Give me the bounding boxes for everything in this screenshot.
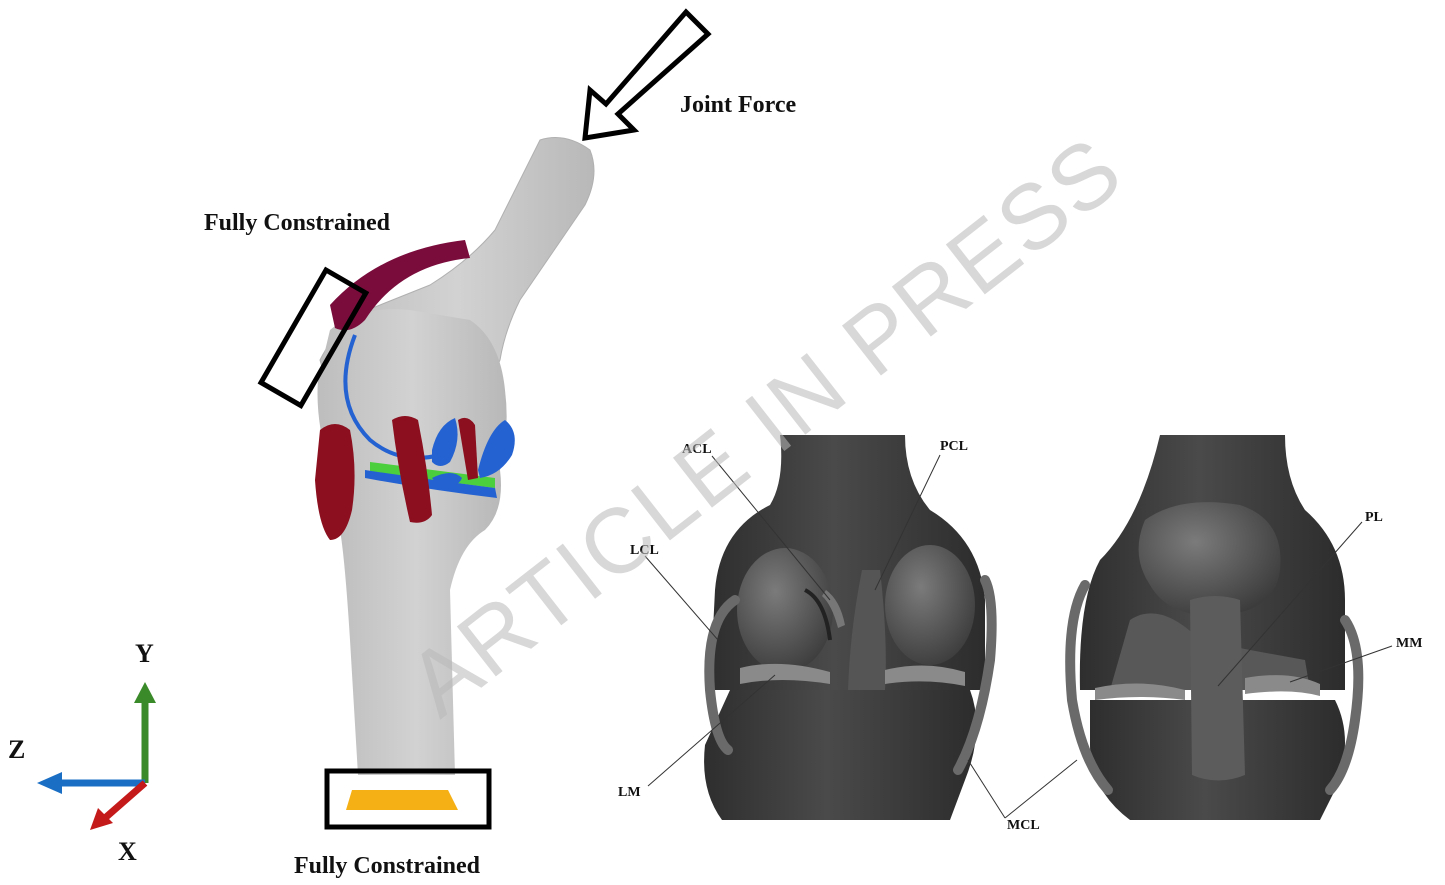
bottom-constraint-label: Fully Constrained bbox=[294, 853, 481, 879]
x-axis-label: X bbox=[118, 837, 137, 866]
joint-force-arrow bbox=[585, 12, 708, 138]
coordinate-axes bbox=[37, 682, 156, 830]
y-axis-arrowhead bbox=[134, 682, 156, 703]
pcl-label: PCL bbox=[940, 439, 968, 454]
patellar-ligament-2 bbox=[1190, 596, 1245, 781]
z-axis-label: Z bbox=[8, 735, 25, 764]
pl-label: PL bbox=[1365, 510, 1383, 525]
z-axis-arrowhead bbox=[37, 772, 62, 794]
lm-label: LM bbox=[618, 785, 641, 800]
mm-label: MM bbox=[1396, 636, 1422, 651]
top-constraint-label: Fully Constrained bbox=[204, 210, 391, 236]
fixed-support bbox=[346, 790, 458, 810]
knee-model-view-2 bbox=[1070, 435, 1358, 820]
joint-force-label: Joint Force bbox=[680, 92, 797, 118]
y-axis-label: Y bbox=[135, 639, 154, 668]
mcl-label: MCL bbox=[1007, 818, 1040, 833]
